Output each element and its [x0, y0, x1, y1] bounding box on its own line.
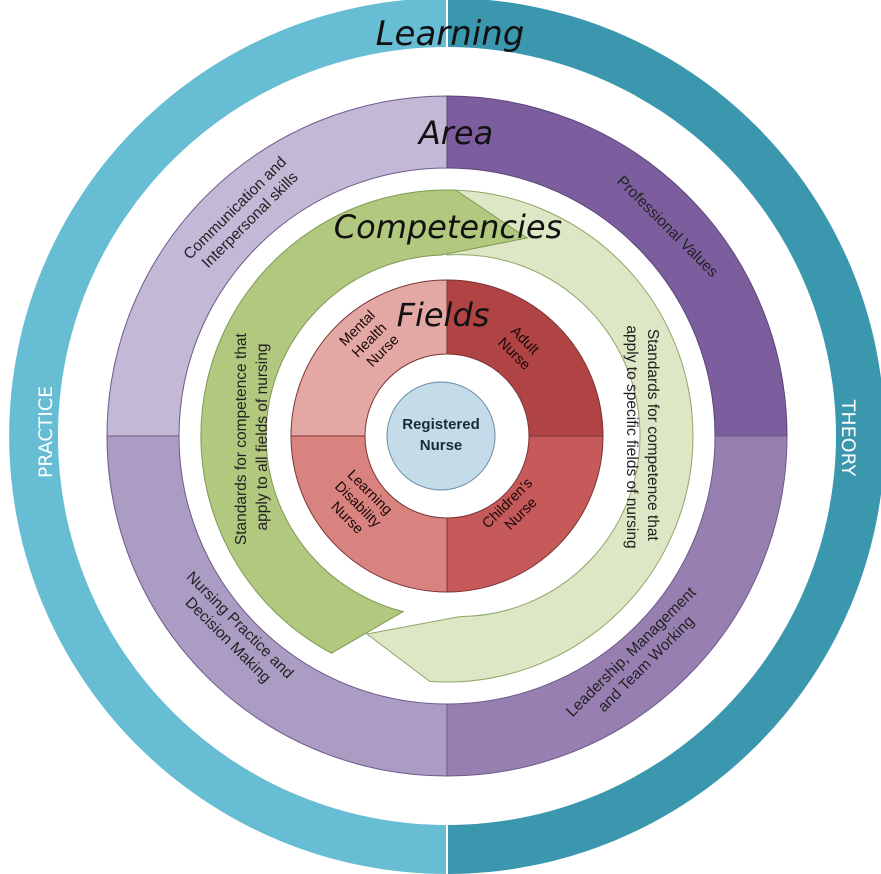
- learning-ring: Learning PRACTICE THEORY: [9, 0, 881, 874]
- registered-nurse-circle: [386, 381, 496, 491]
- practice-label: PRACTICE: [35, 386, 57, 478]
- area-segment-leadership: [446, 435, 788, 777]
- learning-practice-half: [9, 0, 447, 874]
- learning-title: Learning: [376, 14, 525, 54]
- area-segment-professional-values: [446, 95, 788, 437]
- theory-label: THEORY: [837, 399, 859, 477]
- field-segment-mental-health: [290, 279, 448, 437]
- competency-field-specific-line-1: Standards for competence that: [644, 329, 661, 542]
- area-segment-communication: [106, 95, 448, 437]
- competency-generic-label: Standards for competence that apply to a…: [233, 329, 271, 545]
- competency-field-specific-line-2: apply to specific fields of nursing: [623, 325, 640, 548]
- center-hub: Registered Nurse: [386, 381, 496, 491]
- competencies-title: Competencies: [334, 208, 562, 246]
- competency-field-specific-label: Standards for competence that apply to s…: [623, 325, 661, 548]
- competency-generic-arrow: [200, 189, 529, 654]
- competencies-ring: Competencies Standards for competence th…: [200, 189, 694, 683]
- field-segment-adult: [446, 279, 604, 437]
- area-ring: Area Communication and Interpersonal ski…: [106, 95, 788, 777]
- competency-generic-line-1: Standards for competence that: [233, 332, 250, 545]
- competency-field-specific-arrow: [365, 189, 694, 683]
- learning-theory-half: [447, 0, 881, 874]
- fields-title: Fields: [397, 296, 490, 334]
- fields-ring: Fields Mental Health Nurse Adult Nurse C…: [290, 279, 604, 593]
- area-title: Area: [417, 114, 493, 152]
- area-segment-nursing-practice: [106, 435, 448, 777]
- registered-nurse-label-line-1: Registered: [402, 416, 480, 433]
- competency-generic-line-2: apply to all fields of nursing: [254, 344, 271, 531]
- registered-nurse-label-line-2: Nurse: [420, 437, 463, 454]
- field-segment-childrens: [446, 435, 604, 593]
- field-segment-learning-disability: [290, 435, 448, 593]
